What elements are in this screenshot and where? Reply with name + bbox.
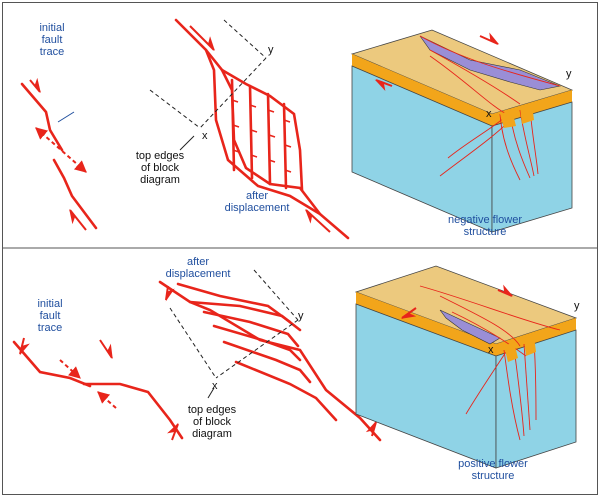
- top-initial-trace-label: initial fault trace: [39, 22, 65, 58]
- bottom-trace-arrow-upper: [19, 337, 30, 356]
- top-after-arrow-upper: [189, 25, 215, 51]
- bottom-after-arrow-upper: [165, 285, 175, 302]
- top-leader-line: [57, 111, 75, 123]
- bottom-after-arrow-lower: [365, 420, 377, 437]
- top-after-displacement: [174, 18, 350, 240]
- bottom-axis-y-left: y: [298, 310, 304, 322]
- bottom-compression-arrow-b: [97, 391, 117, 409]
- top-edges-label: top edges of block diagram: [135, 150, 185, 186]
- top-axis-y-block: y: [566, 68, 572, 80]
- bottom-initial-fault-trace: [12, 340, 184, 440]
- bottom-axis-x-block: x: [488, 344, 494, 356]
- top-after-displacement-label: after displacement: [224, 190, 290, 214]
- top-edges-leader: [179, 135, 195, 151]
- top-block-outline: [149, 19, 267, 129]
- bottom-structure-label: positive flower structure: [458, 458, 528, 482]
- bottom-trace-arrow-lower: [167, 422, 179, 441]
- top-structure-label: negative flower structure: [448, 214, 522, 238]
- top-normal-fault-ticks: [231, 99, 292, 173]
- bottom-after-displacement-label: after displacement: [165, 256, 231, 280]
- top-axis-x-block: x: [486, 108, 492, 120]
- bottom-after-displacement: [158, 280, 382, 442]
- bottom-compression-arrow-a: [59, 359, 81, 379]
- top-trace-arrow-lower: [69, 208, 87, 231]
- bottom-initial-trace-label: initial fault trace: [37, 298, 63, 334]
- top-block-diagram: [350, 29, 574, 233]
- bottom-trace-arrow-upper-right: [99, 339, 113, 360]
- top-axis-x-left: x: [202, 130, 208, 142]
- bottom-block-diagram: [354, 265, 578, 469]
- top-initial-fault-trace: [20, 82, 98, 230]
- top-trace-arrow-upper: [29, 77, 41, 94]
- bottom-block-outline: [169, 269, 299, 379]
- bottom-edges-leader: [207, 387, 215, 399]
- top-after-arrow-lower: [304, 209, 331, 233]
- bottom-edges-label: top edges of block diagram: [187, 404, 237, 440]
- bottom-axis-x-left: x: [212, 380, 218, 392]
- bottom-axis-y-block: y: [574, 300, 580, 312]
- top-axis-y-left: y: [268, 44, 274, 56]
